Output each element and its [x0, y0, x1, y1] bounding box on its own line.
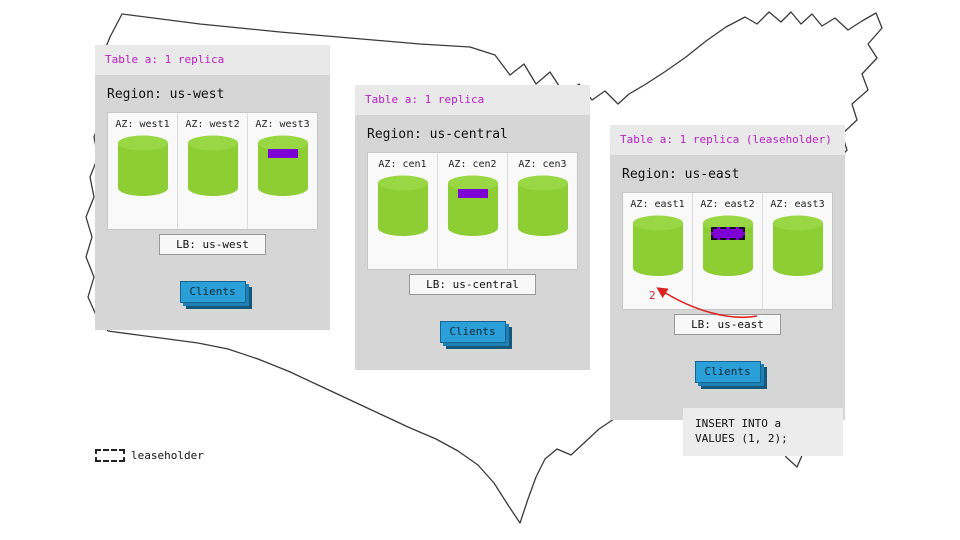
- panel-body: Region: us-central AZ: cen1 AZ: cen2: [355, 115, 590, 370]
- region-title: Region: us-west: [107, 87, 225, 102]
- table-header: Table a: 1 replica (leaseholder): [610, 125, 845, 155]
- replica-marker: [457, 189, 488, 198]
- az-column: AZ: cen1: [368, 153, 438, 269]
- database-icon: [117, 135, 168, 196]
- az-column: AZ: west2: [178, 113, 248, 229]
- az-column: AZ: east3: [763, 193, 832, 309]
- az-label: AZ: east1: [630, 199, 685, 210]
- az-column: AZ: west3: [248, 113, 317, 229]
- step-number: 2: [649, 289, 656, 302]
- region-title: Region: us-east: [622, 167, 740, 182]
- leaseholder-marker: [710, 227, 745, 240]
- leaseholder-swatch-icon: [95, 449, 125, 462]
- database-icon: [702, 215, 753, 276]
- az-label: AZ: west3: [255, 119, 310, 130]
- az-label: AZ: cen2: [448, 159, 497, 170]
- database-icon: [632, 215, 683, 276]
- az-label: AZ: cen1: [378, 159, 427, 170]
- sql-line-2: VALUES (1, 2);: [695, 432, 788, 445]
- az-column: AZ: cen3: [508, 153, 577, 269]
- database-cylinder: [257, 135, 309, 197]
- table-header: Table a: 1 replica: [95, 45, 330, 75]
- replica-marker: [267, 149, 298, 158]
- database-icon: [377, 175, 428, 236]
- panel-body: Region: us-west AZ: west1 AZ: west2: [95, 75, 330, 330]
- database-icon: [187, 135, 238, 196]
- database-cylinder: [702, 215, 754, 277]
- az-box: AZ: cen1 AZ: cen2: [367, 152, 578, 270]
- az-label: AZ: east2: [700, 199, 755, 210]
- az-label: AZ: cen3: [518, 159, 567, 170]
- database-cylinder: [377, 175, 429, 237]
- az-column: AZ: cen2: [438, 153, 508, 269]
- sql-statement: INSERT INTO a VALUES (1, 2);: [683, 408, 843, 456]
- database-icon: [447, 175, 498, 236]
- clients-button[interactable]: Clients: [694, 361, 761, 383]
- database-cylinder: [632, 215, 684, 277]
- az-label: AZ: west1: [115, 119, 170, 130]
- az-label: AZ: west2: [185, 119, 240, 130]
- panel-us-central: Table a: 1 replica Region: us-central AZ…: [355, 85, 590, 370]
- load-balancer: LB: us-central: [409, 274, 536, 295]
- database-cylinder: [447, 175, 499, 237]
- az-label: AZ: east3: [770, 199, 825, 210]
- panel-us-east: Table a: 1 replica (leaseholder) Region:…: [610, 125, 845, 420]
- az-column: AZ: east1: [623, 193, 693, 309]
- load-balancer: LB: us-west: [159, 234, 266, 255]
- database-cylinder: [772, 215, 824, 277]
- database-icon: [517, 175, 568, 236]
- legend-label: leaseholder: [131, 449, 204, 462]
- az-column: AZ: west1: [108, 113, 178, 229]
- legend: leaseholder: [95, 449, 204, 462]
- region-title: Region: us-central: [367, 127, 508, 142]
- database-cylinder: [517, 175, 569, 237]
- clients-button[interactable]: Clients: [179, 281, 246, 303]
- az-box: AZ: west1 AZ: west2: [107, 112, 318, 230]
- panel-us-west: Table a: 1 replica Region: us-west AZ: w…: [95, 45, 330, 330]
- az-column: AZ: east2: [693, 193, 763, 309]
- sql-line-1: INSERT INTO a: [695, 417, 782, 430]
- database-cylinder: [117, 135, 169, 197]
- table-header: Table a: 1 replica: [355, 85, 590, 115]
- database-icon: [772, 215, 823, 276]
- database-cylinder: [187, 135, 239, 197]
- database-icon: [257, 135, 308, 196]
- write-path-arrow: [656, 287, 758, 319]
- load-balancer: LB: us-east: [674, 314, 781, 335]
- clients-button[interactable]: Clients: [439, 321, 506, 343]
